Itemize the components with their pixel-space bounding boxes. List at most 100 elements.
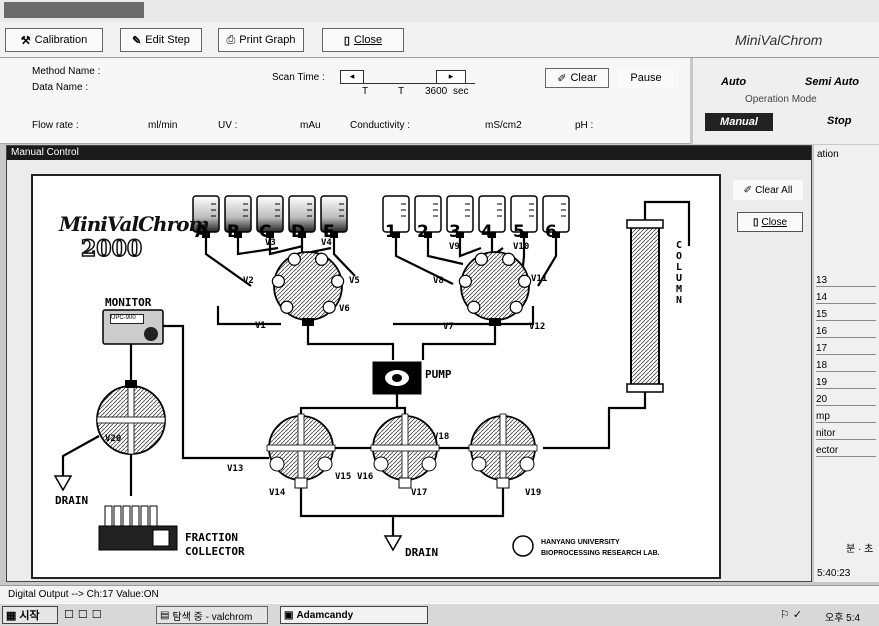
column-body bbox=[630, 225, 660, 387]
method-name-field[interactable] bbox=[110, 66, 260, 79]
taskbar-item-adamcandy[interactable]: ▣ Adamcandy bbox=[280, 606, 428, 624]
valve-port[interactable] bbox=[471, 456, 487, 472]
pump-unit[interactable] bbox=[372, 361, 422, 395]
drain-valve[interactable] bbox=[96, 380, 166, 455]
valve-port[interactable] bbox=[322, 300, 336, 314]
bottle-d[interactable] bbox=[288, 195, 316, 238]
data-name-label: Data Name : bbox=[32, 82, 89, 93]
data-name-field[interactable] bbox=[110, 82, 260, 95]
injection-valve-1[interactable] bbox=[266, 413, 336, 489]
pipe bbox=[268, 238, 304, 256]
auto-mode-button[interactable]: Auto bbox=[721, 76, 747, 88]
app-brand: MiniValChrom bbox=[735, 32, 823, 48]
valve-port[interactable] bbox=[287, 252, 301, 266]
valve-port[interactable] bbox=[315, 252, 329, 266]
valve-label: V11 bbox=[531, 274, 548, 284]
valve-port[interactable] bbox=[125, 380, 137, 388]
scan-time-slider[interactable]: ◂ ▸ bbox=[340, 70, 475, 84]
logo-bottom: 2000 bbox=[80, 235, 143, 263]
pipe bbox=[216, 306, 281, 326]
bottle-c[interactable] bbox=[256, 195, 284, 238]
bottle-3[interactable] bbox=[446, 195, 474, 238]
pump-rotor bbox=[392, 374, 402, 382]
start-button[interactable]: ▦ 시작 bbox=[2, 606, 58, 624]
valve-port[interactable] bbox=[496, 477, 510, 489]
bottle-cap bbox=[266, 232, 274, 238]
selector-valve-left[interactable] bbox=[271, 251, 345, 326]
bottle-a[interactable] bbox=[192, 195, 220, 238]
bottle-5[interactable] bbox=[510, 195, 538, 238]
valve-label: V4 bbox=[321, 238, 332, 248]
pipe bbox=[421, 326, 497, 360]
valve-label: V8 bbox=[433, 276, 444, 286]
valve-port[interactable] bbox=[398, 477, 412, 489]
bottle-label: B bbox=[227, 222, 240, 242]
bottle-cap bbox=[456, 232, 464, 238]
clear-all-button[interactable]: ✐ Clear All bbox=[733, 180, 803, 200]
valve-port[interactable] bbox=[294, 477, 308, 489]
column[interactable] bbox=[626, 219, 664, 393]
bottle-1[interactable] bbox=[382, 195, 410, 238]
valve-port[interactable] bbox=[271, 274, 285, 288]
right-panel-row: 20 bbox=[816, 394, 876, 406]
calibration-button[interactable]: ⚒ Calibration bbox=[5, 28, 103, 52]
taskbar-item-explorer[interactable]: ▤ 탐색 중 - valchrom bbox=[156, 606, 268, 624]
bottle-4[interactable] bbox=[478, 195, 506, 238]
print-graph-button[interactable]: ⎙ Print Graph bbox=[218, 28, 304, 52]
bottle-e[interactable] bbox=[320, 195, 348, 238]
valve-label: V1 bbox=[255, 321, 266, 331]
printer-icon: ⎙ bbox=[226, 33, 236, 46]
valve-port[interactable] bbox=[458, 274, 472, 288]
valve-port[interactable] bbox=[467, 300, 481, 314]
close-button[interactable]: ▯ Close bbox=[322, 28, 404, 52]
right-panel-partial-label: ation bbox=[817, 149, 839, 160]
method-name-label: Method Name : bbox=[32, 66, 101, 77]
scan-time-value: 3600 bbox=[425, 86, 448, 97]
valve-port[interactable] bbox=[502, 252, 516, 266]
valve-port[interactable] bbox=[280, 300, 294, 314]
column-letter: L bbox=[675, 262, 683, 273]
valve-port[interactable] bbox=[474, 252, 488, 266]
bottle-6[interactable] bbox=[542, 195, 570, 238]
valve-port[interactable] bbox=[518, 274, 532, 288]
right-panel-time: 5:40:23 bbox=[817, 568, 851, 579]
bottle-2[interactable] bbox=[414, 195, 442, 238]
operation-mode-panel: Auto Semi Auto Operation Mode Stop bbox=[693, 58, 879, 144]
drain-bottom-icon bbox=[383, 535, 403, 552]
manual-mode-button[interactable]: Manual bbox=[705, 113, 773, 131]
selector-valve-right[interactable] bbox=[458, 251, 532, 326]
pipe bbox=[332, 238, 356, 277]
collector-tube bbox=[122, 505, 131, 527]
pipe bbox=[204, 238, 252, 287]
bottle-cap bbox=[488, 232, 496, 238]
valve-port[interactable] bbox=[373, 456, 389, 472]
valve-label: V19 bbox=[525, 488, 542, 498]
injection-valve-2[interactable] bbox=[370, 413, 440, 489]
tray-icons[interactable]: ⚐ ✓ bbox=[780, 609, 803, 621]
valve-port[interactable] bbox=[421, 456, 437, 472]
pipe-network bbox=[61, 200, 691, 536]
slider-left-arrow[interactable]: ◂ bbox=[340, 70, 364, 84]
valve-port[interactable] bbox=[317, 456, 333, 472]
logo-top: MiniValChrom bbox=[59, 212, 210, 236]
collector-button bbox=[152, 529, 170, 547]
valve-port[interactable] bbox=[269, 456, 285, 472]
right-panel-row: 16 bbox=[816, 326, 876, 338]
bottle-cap bbox=[520, 232, 528, 238]
stop-button[interactable]: Stop bbox=[827, 115, 852, 127]
quick-launch-icons[interactable]: ☐☐☐ bbox=[64, 609, 106, 621]
university-name: HANYANG UNIVERSITY bbox=[541, 539, 620, 546]
valve-port[interactable] bbox=[331, 274, 345, 288]
clear-button[interactable]: ✐ Clear bbox=[545, 68, 609, 88]
fraction-collector[interactable] bbox=[98, 505, 178, 551]
pause-button[interactable]: Pause bbox=[618, 68, 674, 88]
bottle-b[interactable] bbox=[224, 195, 252, 238]
valve-port[interactable] bbox=[509, 300, 523, 314]
manual-close-button[interactable]: ▯ Close bbox=[737, 212, 803, 232]
valve-port[interactable] bbox=[519, 456, 535, 472]
semi-auto-mode-button[interactable]: Semi Auto bbox=[805, 76, 859, 88]
slider-right-arrow[interactable]: ▸ bbox=[436, 70, 466, 84]
injection-valve-3[interactable] bbox=[468, 413, 538, 489]
edit-step-button[interactable]: ✎ Edit Step bbox=[120, 28, 202, 52]
valve-label: V9 bbox=[449, 242, 460, 252]
